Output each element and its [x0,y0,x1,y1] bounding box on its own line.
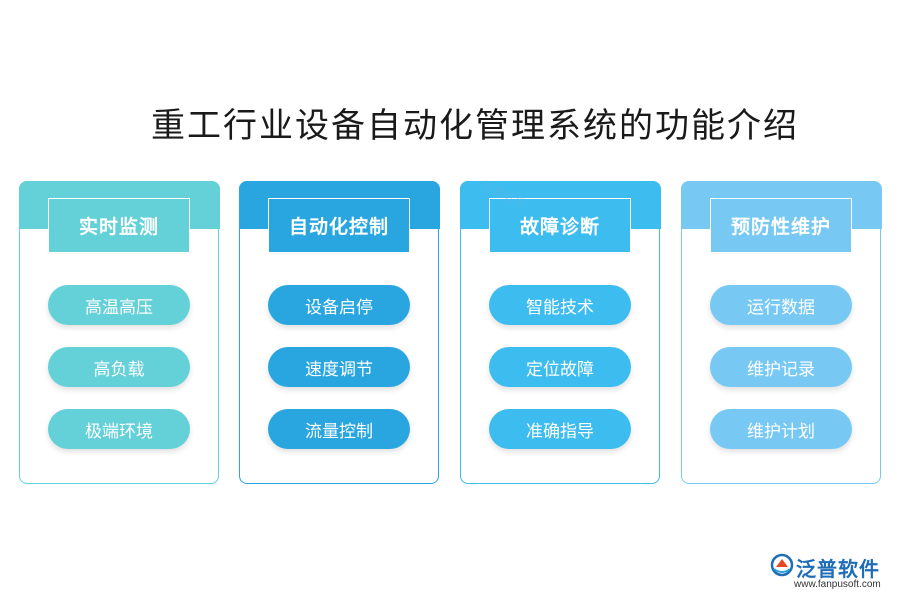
fanpu-logo-icon [770,553,794,577]
item-pill: 运行数据 [710,285,852,325]
item-pill: 流量控制 [268,409,410,449]
item-pill: 维护记录 [710,347,852,387]
brand-name: 泛普软件 [796,557,880,581]
page-title: 重工行业设备自动化管理系统的功能介绍 [151,106,799,146]
item-pill: 设备启停 [268,285,410,325]
column-realtime-monitoring: 实时监测 高温高压 高负载 极端环境 [18,180,220,484]
item-pill: 高负载 [48,347,190,387]
brand-logo-block: 泛普软件 www.fanpusoft.com [770,553,890,593]
column-fault-diagnosis: 故障诊断 智能技术 定位故障 准确指导 [459,180,661,484]
item-pill: 准确指导 [489,409,631,449]
brand-url: www.fanpusoft.com [794,579,881,590]
item-pill: 极端环境 [48,409,190,449]
column-preventive-maintenance: 预防性维护 运行数据 维护记录 维护计划 [680,180,882,484]
item-pill: 维护计划 [710,409,852,449]
item-pill: 定位故障 [489,347,631,387]
column-title: 自动化控制 [268,198,410,253]
column-automation-control: 自动化控制 设备启停 速度调节 流量控制 [238,180,440,484]
item-pill: 高温高压 [48,285,190,325]
column-title: 实时监测 [48,198,190,253]
item-pill: 速度调节 [268,347,410,387]
column-title: 预防性维护 [710,198,852,253]
column-title: 故障诊断 [489,198,631,253]
item-pill: 智能技术 [489,285,631,325]
